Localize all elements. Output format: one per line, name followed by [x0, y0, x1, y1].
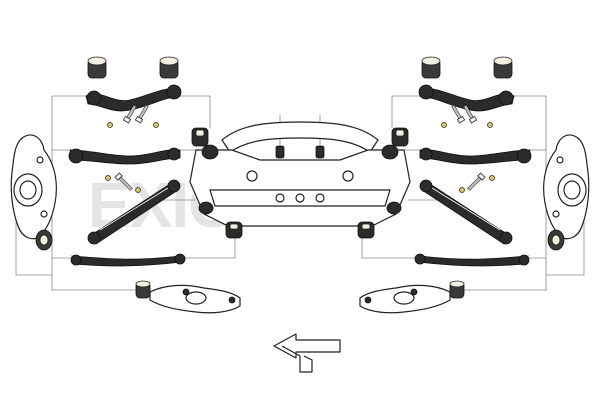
bushing-top-left-1	[87, 56, 107, 79]
direction-arrow-icon	[273, 333, 341, 373]
subframe-mount-front-right	[357, 221, 375, 239]
bolt-set-left-upper	[107, 104, 159, 128]
bushing-lower-left	[135, 280, 151, 299]
toe-link-right	[419, 147, 532, 165]
bushing-top-right-1	[493, 56, 513, 79]
wheel-knuckle-left	[10, 134, 57, 240]
subframe-mount-rear-right	[391, 127, 409, 147]
trailing-link-left	[70, 253, 186, 267]
bushing-top-right-2	[421, 56, 441, 79]
subframe	[189, 121, 411, 239]
lower-control-arm-left	[149, 284, 241, 314]
trailing-link-right	[414, 253, 530, 267]
subframe-mount-front-left	[225, 221, 243, 239]
wheel-knuckle-right	[543, 134, 590, 240]
upper-control-arm-left	[85, 84, 182, 112]
bolt-set-left-middle	[105, 172, 141, 193]
bushing-top-left-2	[159, 56, 179, 79]
bolt-set-right-upper	[441, 104, 493, 128]
camber-arm-right	[419, 179, 513, 245]
subframe-mount-rear-left	[191, 127, 209, 147]
bolt-set-right-middle	[459, 172, 495, 193]
bushing-knuckle-left	[35, 229, 53, 251]
lower-control-arm-right	[359, 284, 451, 314]
toe-link-left	[68, 147, 181, 165]
camber-arm-left	[87, 179, 181, 245]
upper-control-arm-right	[418, 84, 515, 112]
bushing-lower-right	[449, 280, 465, 299]
bushing-knuckle-right	[547, 229, 565, 251]
